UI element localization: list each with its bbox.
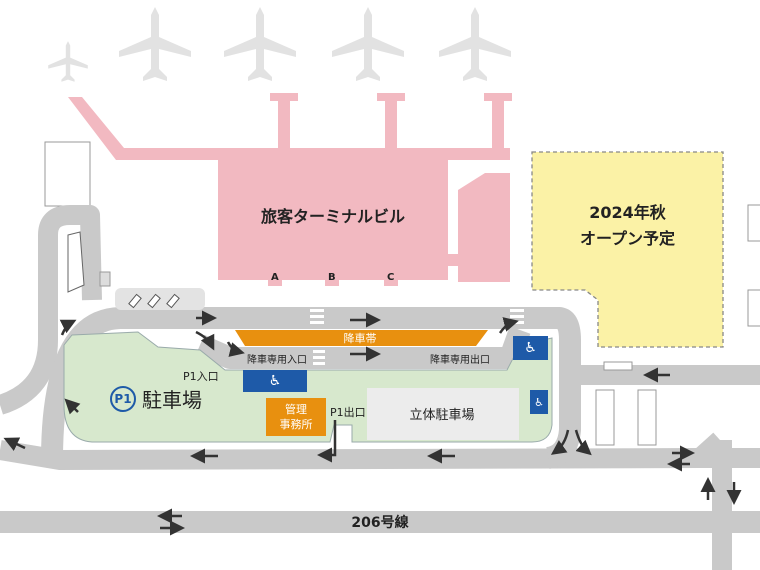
wheelchair-icon: ♿ [243, 370, 307, 392]
gate-a-label: A [271, 272, 279, 283]
gate-b-label: B [328, 272, 336, 283]
wheelchair-icon: ♿ [530, 390, 548, 414]
dropoff-exit-label: 降車専用出口 [430, 355, 490, 366]
future-line1: 2024年秋 [589, 203, 666, 222]
p1-badge: P1 [110, 385, 136, 412]
route-206-label: 206号線 [351, 515, 409, 531]
future-line2: オープン予定 [579, 229, 676, 248]
p1-exit-label: P1出口 [330, 406, 366, 419]
arrow-icon [3, 310, 742, 536]
garage-label: 立体駐車場 [409, 408, 475, 423]
p1-entrance-label: P1入口 [183, 370, 219, 383]
future-building-label: 2024年秋オープン予定 [532, 200, 723, 252]
management-office[interactable]: 管理事務所 [266, 398, 326, 436]
terminal-label: 旅客ターミナルビル [260, 207, 405, 226]
terminal-building [68, 93, 512, 286]
dropoff-entrance-label: 降車専用入口 [247, 355, 307, 366]
dropoff-label: 降車帯 [343, 332, 377, 345]
garage-building[interactable] [367, 388, 519, 440]
office-line2: 事務所 [279, 418, 313, 431]
airplane-icon [48, 7, 511, 82]
dropoff-zone[interactable] [235, 330, 488, 346]
parking-name: 駐車場 [142, 388, 202, 412]
gate-c-label: C [387, 272, 395, 283]
wheelchair-icon: ♿ [513, 336, 548, 360]
office-line1: 管理 [285, 403, 307, 416]
future-building [531, 151, 724, 348]
